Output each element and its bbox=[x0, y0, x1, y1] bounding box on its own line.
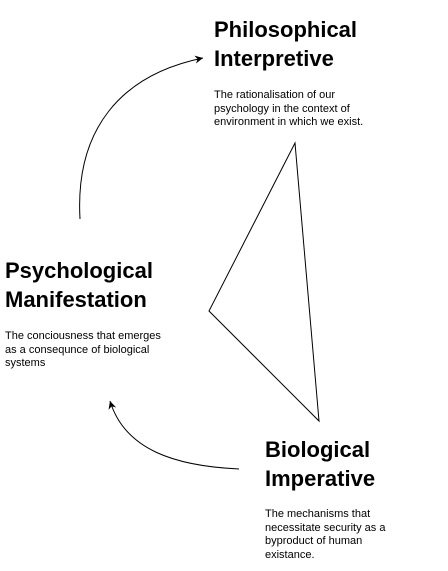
description-line: The rationalisation of our bbox=[214, 89, 336, 101]
description-line: byproduct of human bbox=[265, 535, 363, 547]
node-description: The conciousness that emerges as a conse… bbox=[5, 330, 205, 371]
arrow-psychological-to-philosophical bbox=[79, 55, 204, 220]
description-line: as a consequnce of biological bbox=[5, 343, 150, 356]
node-description: The mechanisms that necessitate security… bbox=[265, 508, 445, 562]
node-title: Psychological Manifestation bbox=[5, 256, 205, 314]
description-line: necessitate security as a bbox=[265, 521, 386, 534]
node-description: The rationalisation of our psychology in… bbox=[214, 89, 444, 130]
description-line: systems bbox=[5, 357, 46, 369]
node-title: Philosophical Interpretive bbox=[214, 15, 444, 73]
node-philosophical-interpretive: Philosophical Interpretive The rationali… bbox=[214, 15, 444, 130]
description-line: The conciousness that emerges bbox=[5, 330, 161, 342]
arrow-biological-to-psychological bbox=[108, 400, 240, 470]
node-psychological-manifestation: Psychological Manifestation The concious… bbox=[5, 256, 205, 371]
title-line: Manifestation bbox=[5, 287, 147, 312]
title-line: Psychological bbox=[5, 258, 153, 283]
node-biological-imperative: Biological Imperative The mechanisms tha… bbox=[265, 435, 445, 562]
title-line: Biological bbox=[265, 437, 371, 462]
description-line: existance. bbox=[265, 548, 315, 561]
title-line: Imperative bbox=[265, 466, 376, 491]
description-line: The mechanisms that bbox=[265, 508, 371, 520]
description-line: psychology in the context of bbox=[214, 102, 350, 115]
title-line: Interpretive bbox=[214, 46, 334, 71]
title-line: Philosophical bbox=[214, 17, 358, 42]
node-title: Biological Imperative bbox=[265, 435, 445, 493]
triangle-shape bbox=[208, 141, 320, 423]
description-line: environment in which we exist. bbox=[214, 116, 364, 128]
